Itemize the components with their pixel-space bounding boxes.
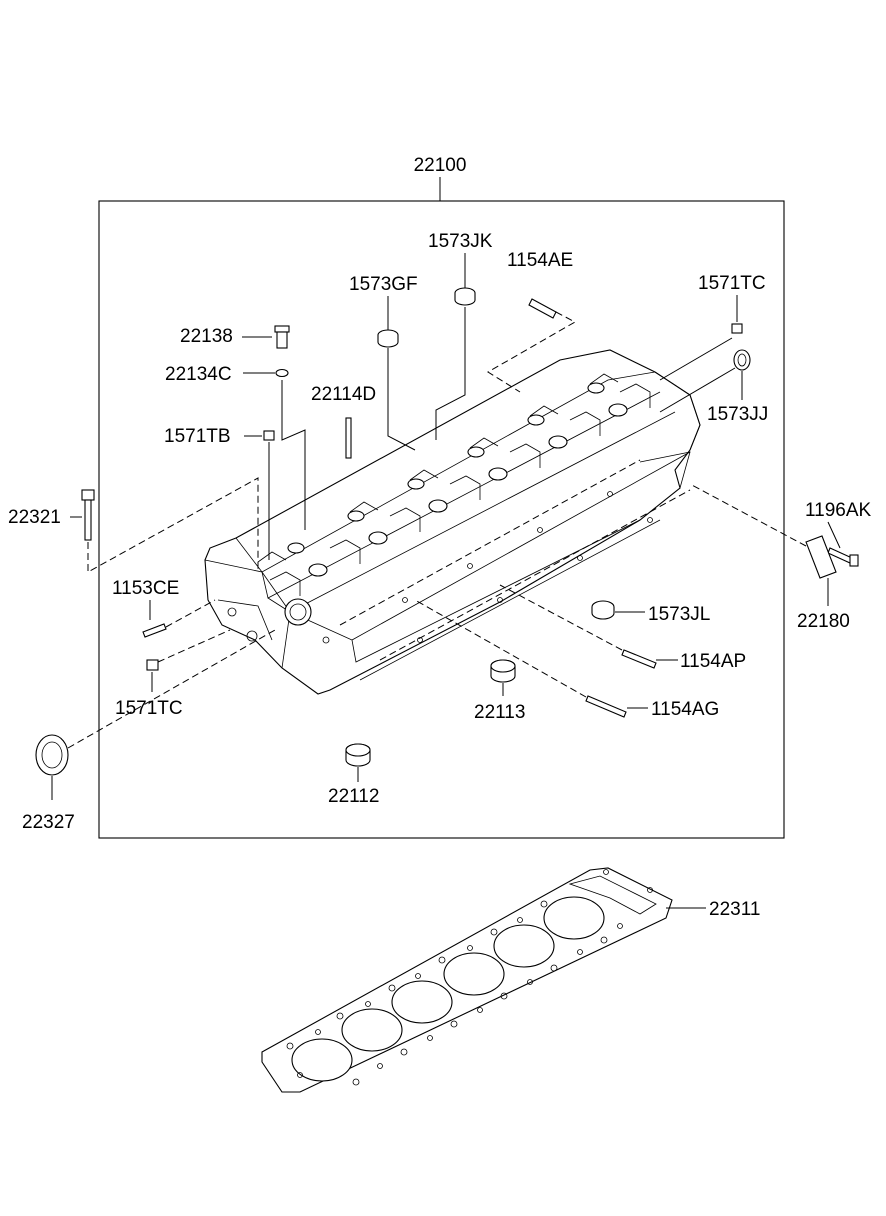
stud-1154AP — [621, 649, 657, 669]
cap-22113 — [490, 659, 516, 683]
assembly-label[interactable]: 22100 — [414, 155, 467, 176]
stud-22114D — [345, 417, 352, 459]
callout-1571TB[interactable]: 1571TB — [164, 426, 231, 447]
callout-1154AE[interactable]: 1154AE — [507, 250, 573, 271]
callout-22134C[interactable]: 22134C — [165, 364, 232, 385]
head-gasket-22311 — [261, 867, 673, 1093]
callout-1571TC-top[interactable]: 1571TC — [698, 273, 766, 294]
callout-22321[interactable]: 22321 — [8, 507, 61, 528]
callout-22180[interactable]: 22180 — [797, 611, 850, 632]
callout-1153CE[interactable]: 1153CE — [112, 578, 179, 599]
plug-1571TB — [263, 430, 275, 441]
oring-22134C — [275, 368, 289, 378]
callout-1196AK[interactable]: 1196AK — [805, 500, 872, 521]
callout-22112[interactable]: 22112 — [328, 786, 379, 807]
stud-1154AG — [585, 695, 627, 718]
bolt-22138 — [274, 325, 290, 349]
cylinder-head-illustration — [204, 349, 701, 695]
bolt-1196AK — [827, 547, 859, 567]
callout-22114D[interactable]: 22114D — [311, 384, 376, 405]
cover-plate-22180 — [805, 535, 837, 579]
callout-1573JL[interactable]: 1573JL — [648, 604, 710, 625]
stud-1154AE — [528, 298, 557, 319]
cap-22112 — [345, 743, 371, 767]
callout-22311[interactable]: 22311 — [709, 899, 760, 920]
bolt-22321 — [81, 489, 95, 541]
callout-22327[interactable]: 22327 — [22, 812, 75, 833]
callout-1154AG[interactable]: 1154AG — [651, 699, 719, 720]
callout-1573JK[interactable]: 1573JK — [428, 231, 493, 252]
callout-1154AP[interactable]: 1154AP — [680, 651, 746, 672]
callout-1573GF[interactable]: 1573GF — [349, 274, 418, 295]
cup-plug-1573JL — [591, 600, 615, 620]
callout-22138[interactable]: 22138 — [180, 326, 233, 347]
callout-22113[interactable]: 22113 — [474, 702, 525, 723]
cup-plug-1573GF — [377, 329, 399, 348]
oil-seal-22327 — [35, 734, 69, 776]
assembly-frame — [98, 200, 785, 839]
plug-1571TC-top — [731, 323, 743, 334]
seal-1573JJ — [733, 349, 751, 371]
stud-1153CE — [142, 623, 167, 638]
callout-1573JJ[interactable]: 1573JJ — [707, 404, 768, 425]
callout-1571TC-bottom[interactable]: 1571TC — [115, 698, 183, 719]
cup-plug-1573JK — [454, 287, 476, 306]
plug-1571TC-bottom — [146, 659, 159, 671]
